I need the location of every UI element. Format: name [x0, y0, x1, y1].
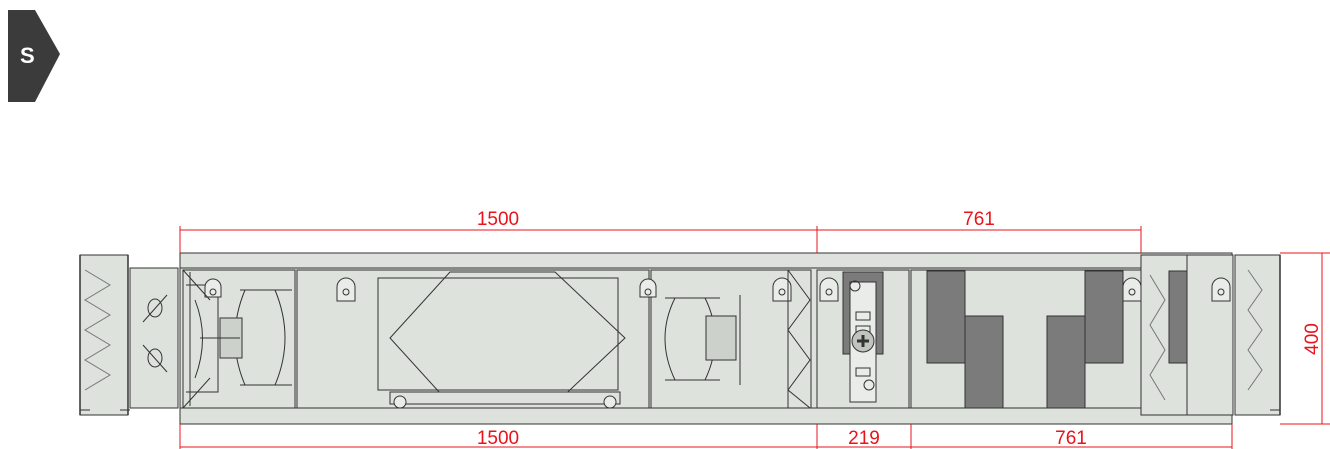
fan-section-right [639, 269, 812, 409]
dimension-top-2: 761 [963, 209, 995, 230]
silencer-section [910, 269, 1142, 409]
dimension-height: 400 [1302, 323, 1323, 355]
dimension-lines [179, 226, 1330, 449]
orientation-label: S [20, 43, 35, 68]
heater-section [816, 269, 910, 409]
outlet-connection [1140, 254, 1281, 416]
dimension-bottom-2: 219 [848, 428, 880, 449]
heat-exchanger-section [296, 269, 650, 409]
orientation-badge: S [8, 10, 60, 102]
direction-arrow-icon [8, 10, 60, 102]
inlet-damper [129, 267, 179, 409]
inlet-connection [79, 254, 130, 416]
dimension-bottom-1: 1500 [477, 428, 519, 449]
dimension-bottom-3: 761 [1055, 428, 1087, 449]
fan-section-left [182, 269, 296, 409]
dimension-top-1: 1500 [477, 209, 519, 230]
